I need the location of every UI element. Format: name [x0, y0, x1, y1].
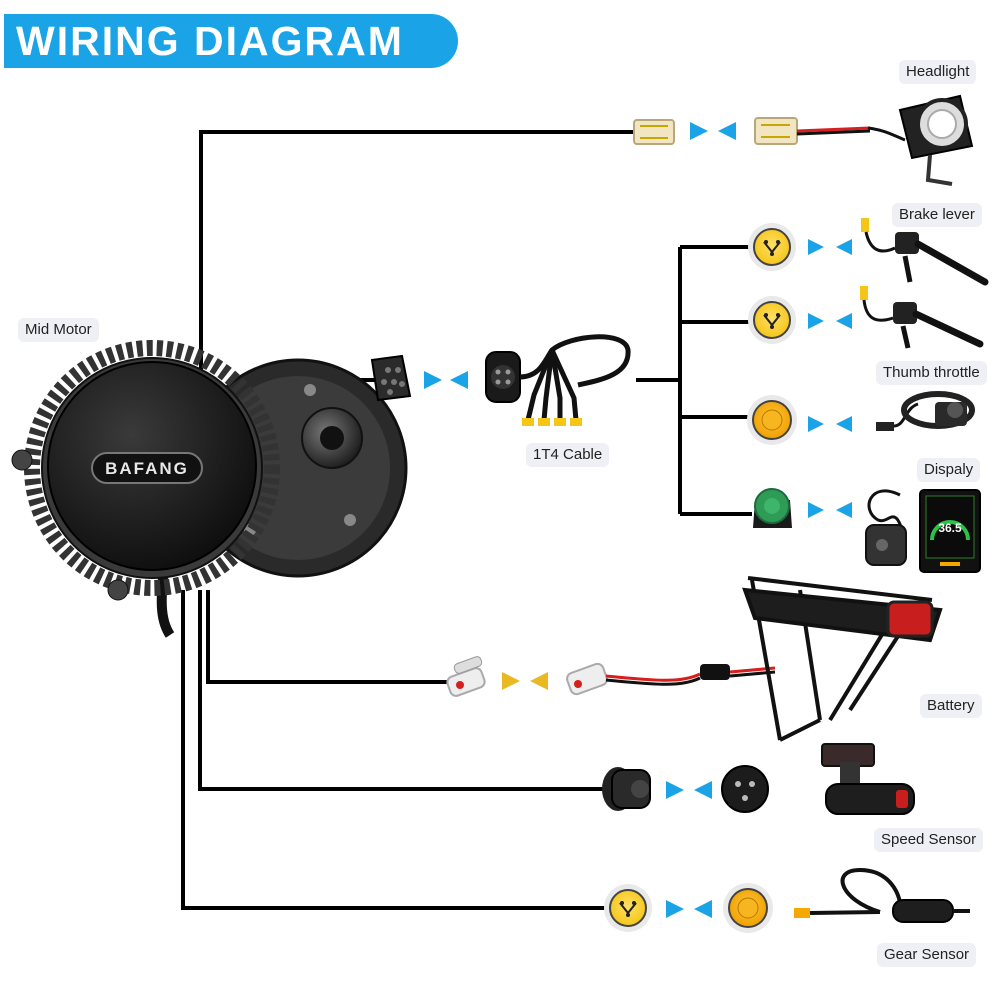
throttle-icon	[876, 391, 975, 431]
title-banner: WIRING DIAGRAM	[4, 14, 458, 68]
arrows-display	[808, 502, 852, 518]
headlight-connector-light-side	[754, 117, 871, 145]
label-speed-sensor: Speed Sensor	[874, 828, 984, 852]
wire-battery	[206, 590, 450, 684]
mid-motor: BAFANG	[11, 340, 408, 638]
label-mid-motor: Mid Motor	[18, 318, 99, 342]
motor-brand: BAFANG	[105, 459, 189, 478]
gear-sensor-icon	[794, 867, 970, 923]
label-brake-lever: Brake lever	[892, 203, 982, 227]
display-icon: 36.5	[865, 489, 981, 573]
label-headlight: Headlight	[899, 60, 977, 84]
arrows-speed	[666, 781, 712, 799]
speed-connector-sensor-side	[721, 765, 769, 813]
arrows-brake-1	[808, 239, 852, 255]
display-speed: 36.5	[938, 521, 962, 535]
wire-gear-sensor	[181, 590, 608, 910]
arrows-battery	[502, 672, 548, 690]
1t4-cable	[519, 334, 631, 426]
main-connector-cable-side	[485, 351, 521, 403]
battery-rack-icon	[742, 576, 943, 742]
gear-connector-sensor-side	[723, 883, 773, 933]
page-title: WIRING DIAGRAM	[16, 18, 404, 64]
label-thumb-throttle: Thumb throttle	[876, 361, 987, 385]
arrows-throttle	[808, 416, 852, 432]
battery-connector-battery-side	[566, 662, 776, 696]
gear-connector-motor-side	[604, 884, 652, 932]
label-1t4-cable: 1T4 Cable	[526, 443, 610, 467]
wire-speed-sensor	[198, 590, 608, 791]
main-connector-motor-side	[370, 354, 412, 402]
arrows-headlight	[690, 122, 736, 140]
chainring	[24, 340, 280, 596]
speed-sensor-icon	[821, 743, 915, 815]
brake-connector-2	[748, 296, 796, 344]
arrows-main	[424, 371, 468, 389]
brake-connector-1	[748, 223, 796, 271]
label-gear-sensor: Gear Sensor	[877, 943, 977, 967]
arrows-brake-2	[808, 313, 852, 329]
throttle-connector	[747, 395, 797, 445]
headlight-icon	[867, 94, 974, 186]
label-display: Dispaly	[917, 458, 981, 482]
label-battery: Battery	[920, 694, 982, 718]
brake-lever-icon-2	[860, 286, 984, 349]
wires	[181, 130, 752, 910]
arrows-gear	[666, 900, 712, 918]
wire-headlight	[199, 130, 638, 372]
speed-connector-motor-side	[602, 767, 651, 811]
battery-connector-motor-side	[446, 656, 486, 697]
brake-lever-icon-1	[861, 218, 989, 286]
display-connector	[753, 488, 792, 528]
headlight-connector-motor-side	[633, 119, 675, 145]
